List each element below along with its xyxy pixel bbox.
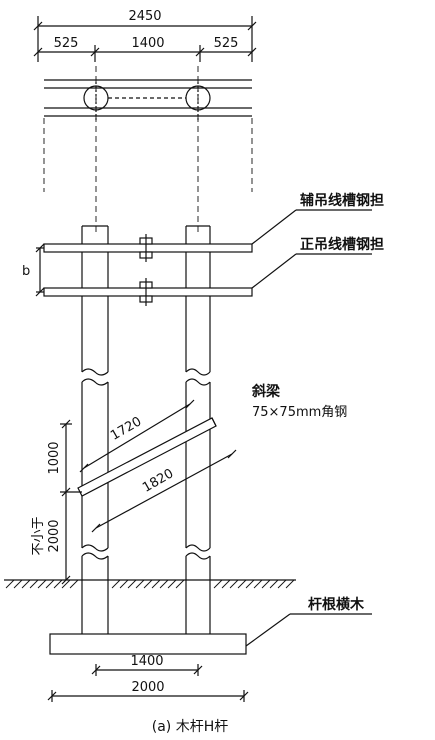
dim-b: b	[22, 264, 30, 279]
diagonal-brace	[77, 417, 217, 497]
label-angle-steel-spec: 75×75mm角钢	[252, 405, 347, 420]
figure-caption: (a) 木杆H杆	[152, 719, 228, 735]
leader-crosswood	[245, 613, 291, 647]
dim-base-total: 2000	[131, 680, 164, 695]
label-aux-channel-crossarm: 辅吊线槽钢担	[300, 192, 384, 209]
dim-right-span: 525	[214, 36, 239, 51]
main-channel-crossarm	[43, 287, 253, 297]
base-dimensions	[47, 664, 249, 702]
b-dimension	[35, 243, 45, 297]
dim-vertical-2000: 2000	[47, 519, 62, 552]
dim-vertical-1000: 1000	[47, 441, 62, 474]
dim-vertical-not-less: 不小于	[31, 516, 46, 555]
leader-main	[251, 253, 297, 289]
dim-total-width: 2450	[128, 9, 161, 24]
clamp-fitting-upper	[139, 234, 153, 262]
pole-left	[81, 225, 109, 634]
clamp-fitting-lower	[139, 278, 153, 306]
top-dimension-lines	[33, 16, 257, 62]
dim-middle-span: 1400	[131, 36, 164, 51]
brace-dimension-upper	[79, 399, 195, 473]
brace-dimension-lower	[91, 449, 237, 533]
label-main-channel-crossarm: 正吊线槽钢担	[300, 236, 384, 253]
label-diagonal-brace: 斜梁	[251, 383, 281, 400]
pole-root-crosswood	[49, 633, 247, 655]
ground-line	[4, 579, 296, 589]
leader-aux	[251, 209, 297, 245]
dim-brace-upper: 1720	[108, 414, 144, 444]
dim-base-inner: 1400	[130, 654, 163, 669]
plan-view	[43, 66, 253, 232]
aux-channel-crossarm	[43, 243, 253, 253]
dim-left-span: 525	[54, 36, 79, 51]
left-vertical-dimensions	[60, 419, 82, 585]
label-pole-root-crosswood: 杆根横木	[308, 596, 365, 613]
dim-brace-lower: 1820	[140, 466, 176, 496]
